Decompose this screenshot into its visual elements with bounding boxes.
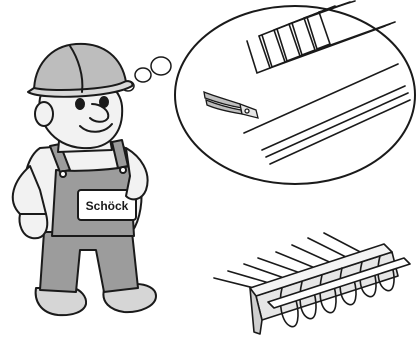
right-strap-button [120, 167, 126, 173]
overalls-legs [40, 232, 138, 292]
left-hand [20, 214, 48, 238]
thermal-break-connector [214, 233, 410, 334]
right-arm [126, 148, 148, 199]
ear [35, 102, 53, 126]
thought-bubble-large-circle [151, 57, 171, 75]
thought-bubble [122, 1, 415, 184]
left-strap-button [60, 171, 66, 177]
schock-brand-label: Schöck [86, 199, 129, 213]
thought-bubble-medium-circle [135, 68, 151, 82]
left-eye [76, 99, 84, 109]
